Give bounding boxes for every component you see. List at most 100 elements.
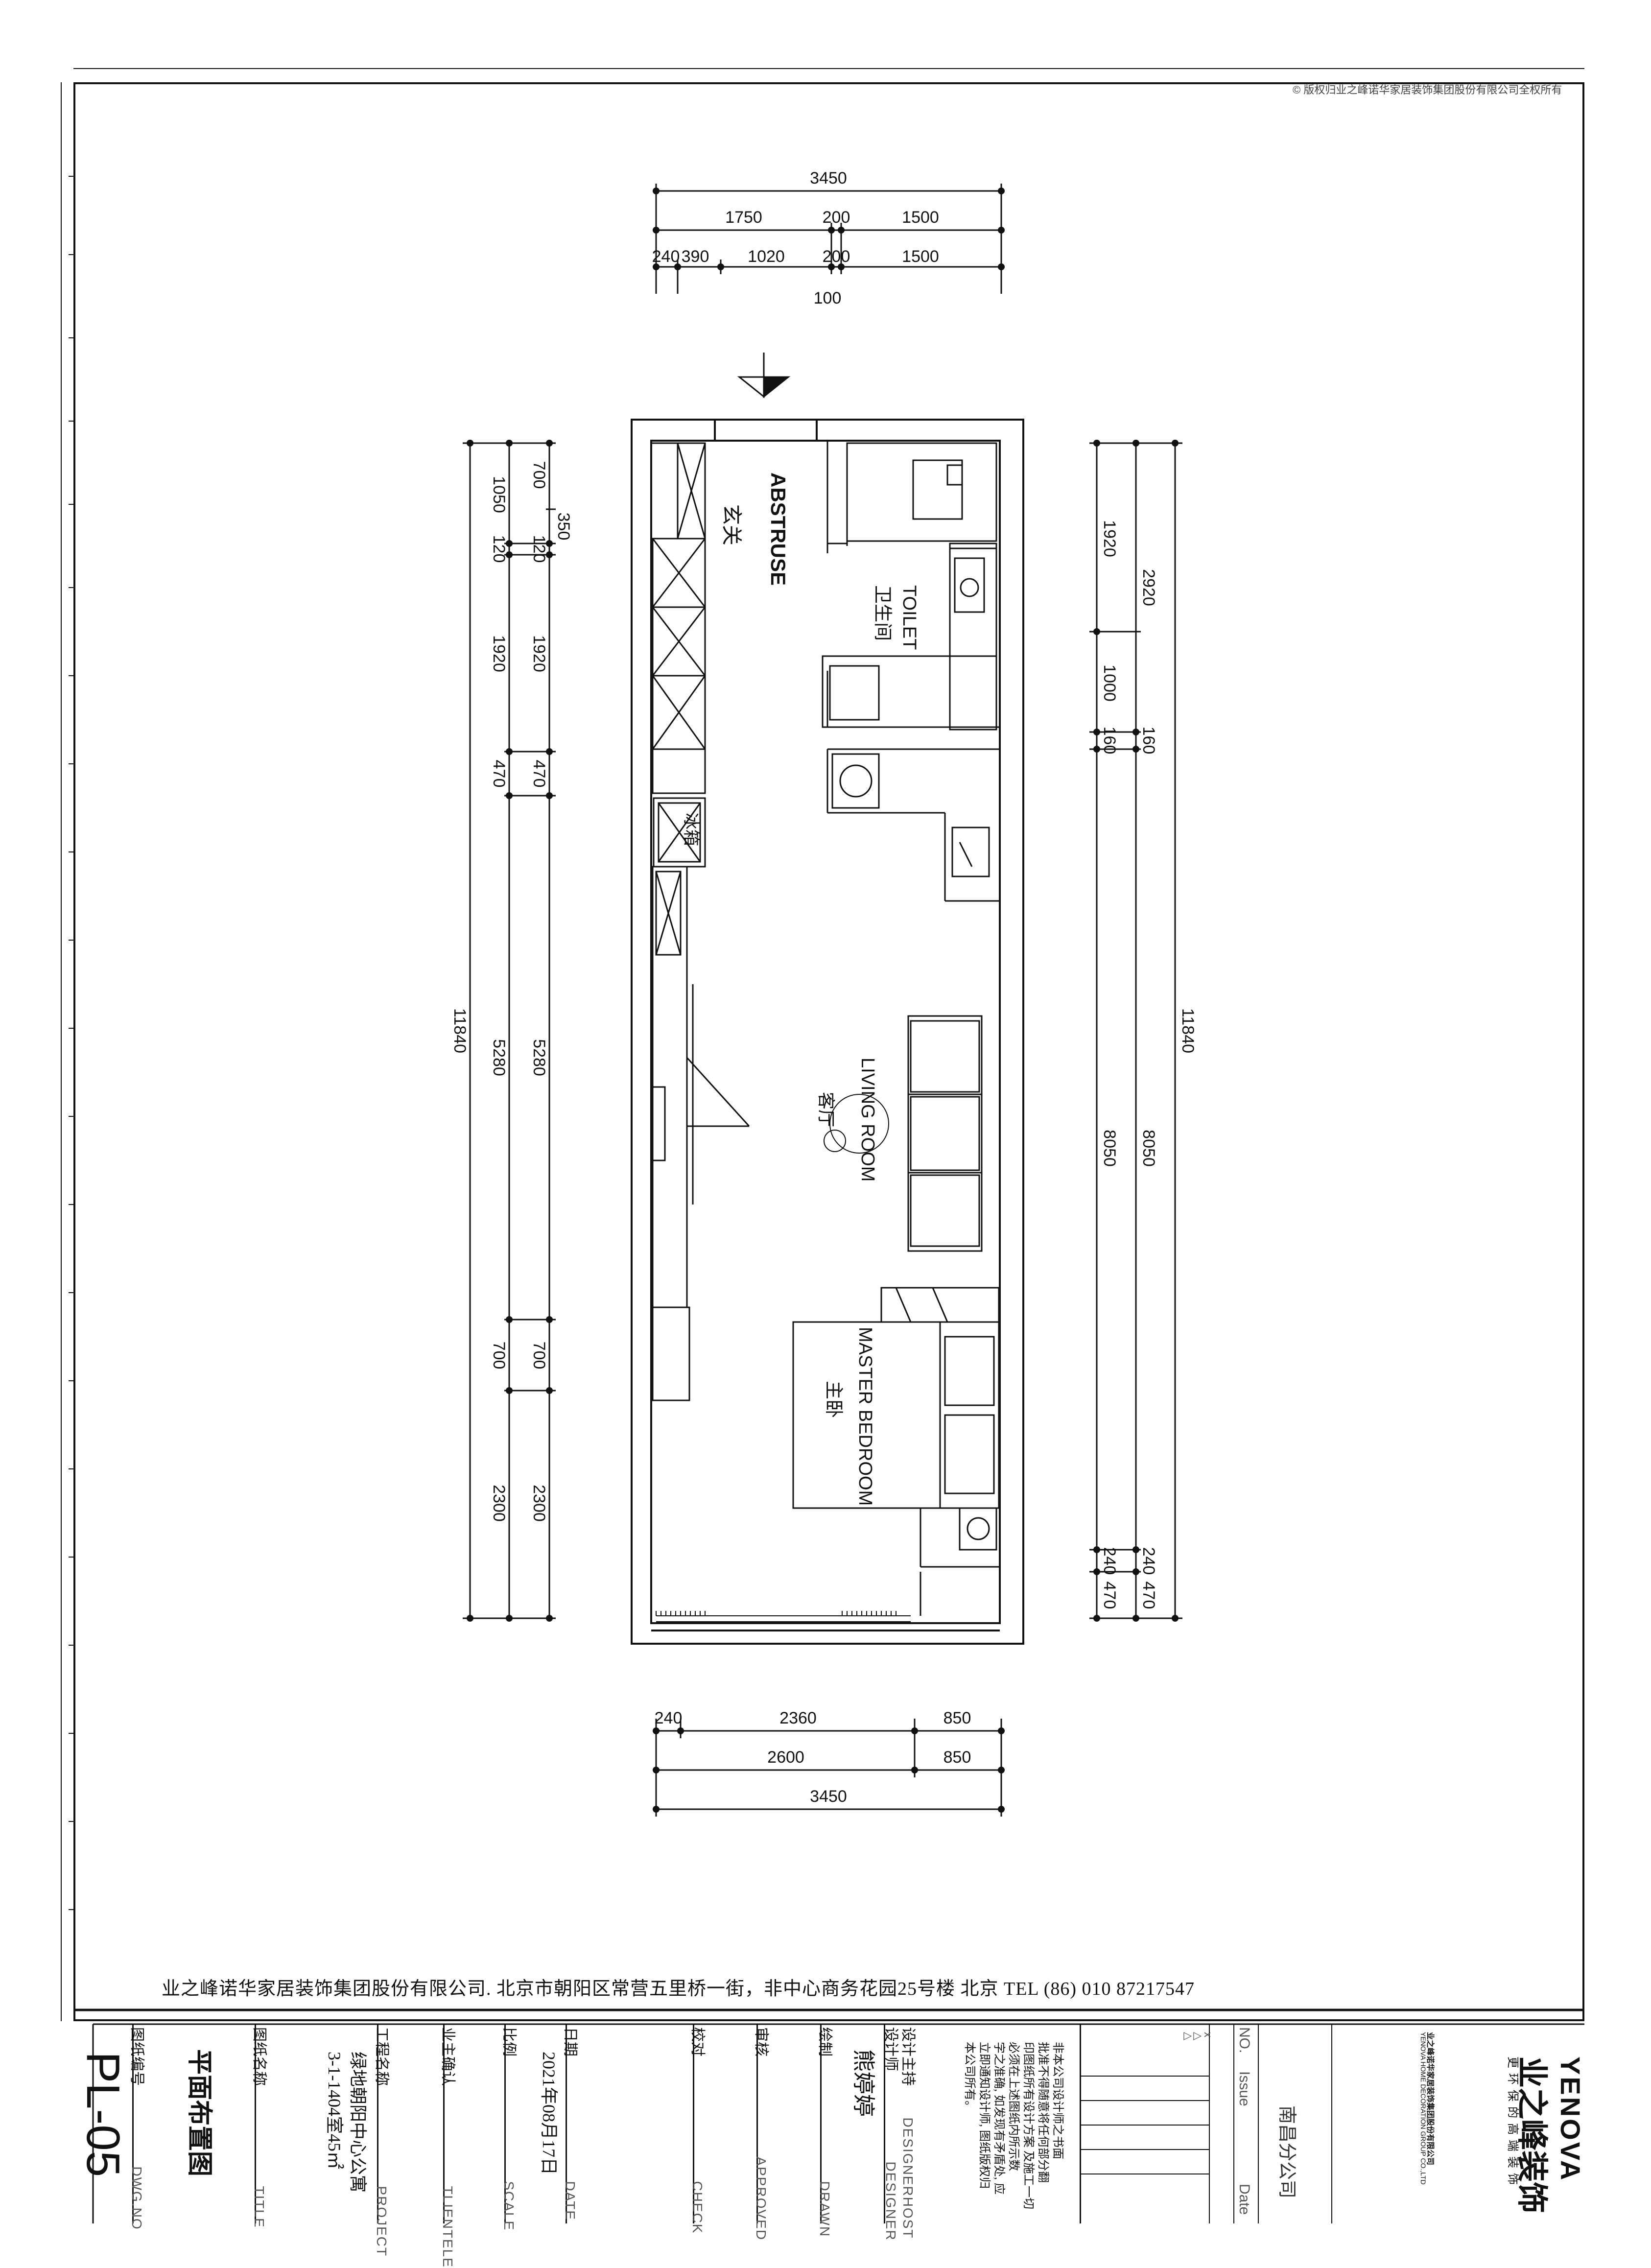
tb-rule [504, 2024, 506, 2223]
title-block-frame [73, 2008, 1584, 2223]
room-ornament [824, 1094, 889, 1154]
drawing-no-label: 图纸编号 [129, 2027, 145, 2086]
title-label-en: TITLE [252, 2186, 267, 2228]
dim-bottom-row2-1: 850 [943, 1748, 971, 1767]
project-label: 工程名称 [374, 2027, 390, 2086]
drawn-label: 绘制 [817, 2027, 833, 2056]
dim-left-outer-2: 1920 [490, 635, 508, 672]
tb-rule [377, 2024, 378, 2223]
copyright-notice: © 版权归业之峰诺华家居装饰集团股份有限公司全权所有 [1293, 84, 1562, 96]
room-living-en: LIVING ROOM [857, 1058, 878, 1181]
check-group: 校对 CHECK [688, 2027, 710, 2234]
dim-right-inner-1: 1000 [1100, 664, 1119, 702]
title-value: 平面布置图 [185, 2049, 213, 2177]
brand-logo-en: YENOVA [1555, 2056, 1586, 2182]
dim-top-overall: 3450 [810, 169, 847, 188]
tb-rule [1080, 2024, 1081, 2223]
dim-right-outer-4: 470 [1139, 1582, 1158, 1609]
title-group: 图纸名称 TITLE [250, 2027, 272, 2228]
dim-right-outer-3: 240 [1139, 1547, 1158, 1575]
entry-cabinets [650, 442, 706, 794]
dim-right-inner-0: 1920 [1100, 520, 1119, 557]
toilet-room [822, 441, 1000, 731]
issue-label: Issue [1236, 2071, 1252, 2106]
top-dimension-lines [655, 184, 1002, 294]
approved-group: 审核 APPROVED [752, 2027, 774, 2241]
dim-left-inner-3: 1920 [530, 635, 548, 672]
issue-mark-2: △ [1182, 2032, 1195, 2040]
dim-right-outer-0: 2920 [1139, 569, 1158, 606]
designer-label-en: DESIGNER [883, 2161, 898, 2241]
project-group: 工程名称 PROJECT [373, 2027, 394, 2257]
dim-bottom-row1-2: 850 [943, 1709, 971, 1727]
issue-no-label: NO. [1236, 2027, 1252, 2054]
dim-left-outer-3: 470 [490, 760, 508, 788]
dim-left-outer-4: 5280 [490, 1039, 508, 1076]
room-toilet-cn: 卫生间 [872, 585, 893, 641]
sofa [907, 1015, 983, 1252]
tb-rule [443, 2024, 445, 2223]
dim-top-below: 100 [814, 289, 842, 307]
drawing-no-value: PL-05 [77, 2052, 129, 2177]
project-label-en: PROJECT [374, 2186, 389, 2257]
dim-left-inner-1: 350 [554, 513, 573, 541]
dim-top-row3-0: 240 [652, 247, 680, 266]
tb-rule [820, 2024, 822, 2223]
dim-top-row2-1: 200 [823, 208, 850, 227]
issue-date-label: Date [1236, 2184, 1252, 2215]
project-value-1: 绿地朝阳中心公寓 [348, 2052, 368, 2193]
tv-cabinet [652, 866, 750, 1401]
client-group: 业主确认 TLIENTELE [439, 2027, 460, 2268]
dim-left-outer-0: 1050 [490, 476, 508, 513]
dim-top-row3-1: 390 [682, 247, 709, 266]
dim-left-inner-2: 120 [530, 535, 548, 563]
check-label: 校对 [689, 2027, 706, 2056]
date-label-en: DATE [563, 2181, 578, 2221]
room-entry-cn: 玄关 [720, 504, 743, 545]
drawing-no-label-en: DWG.NO [129, 2166, 144, 2230]
note-line: 批准不得随意将任何部分翻 [1037, 2042, 1049, 2183]
right-dimension-lines [1089, 441, 1182, 1619]
room-toilet-en: TOILET [899, 585, 920, 650]
room-bedroom-cn: 主卧 [823, 1381, 844, 1418]
room-bedroom-en: MASTER BEDROOM [855, 1327, 875, 1506]
dim-left-total: 11840 [450, 1008, 469, 1053]
scale-group: 比例 SCALE [500, 2027, 521, 2231]
window [656, 1611, 911, 1622]
scale-label: 比例 [501, 2027, 517, 2056]
designer-value: 熊婷婷 [851, 2049, 876, 2117]
note-line: 印图纸所有设计方案 及施工一切 [1022, 2042, 1035, 2209]
kitchen [826, 748, 1000, 902]
host-label-en: DESIGNERHOST [900, 2117, 916, 2239]
dim-right-outer-2: 8050 [1139, 1130, 1158, 1167]
dim-top-row2-2: 1500 [902, 208, 939, 227]
dimension-texts: 3450 1750 200 1500 240 390 1020 200 1500… [450, 169, 1197, 1806]
outer-walls [631, 419, 1024, 1645]
title-label: 图纸名称 [251, 2027, 267, 2086]
dim-right-inner-2: 160 [1100, 727, 1119, 755]
fridge-label: 冰箱 [682, 813, 700, 846]
note-line: 字之准确, 如发现有矛盾处, 应 [992, 2042, 1005, 2195]
dim-bottom-row1-0: 240 [655, 1709, 683, 1727]
dim-bottom-row3: 3450 [810, 1787, 847, 1806]
dim-bottom-row1-1: 2360 [779, 1709, 817, 1727]
designer-label: 设计师 [883, 2027, 899, 2071]
dim-left-outer-6: 2300 [490, 1485, 508, 1522]
approved-label-en: APPROVED [754, 2156, 769, 2241]
master-bedroom [792, 1287, 1000, 1616]
tb-rule [756, 2024, 758, 2223]
dim-left-inner-5: 5280 [530, 1039, 548, 1076]
tb-rule [566, 2024, 567, 2223]
dim-top-row3-4: 1500 [902, 247, 939, 266]
drawing-no-group: 图纸编号 DWG.NO [128, 2027, 149, 2230]
note-line: 非本公司设计师之书面 [1051, 2042, 1064, 2159]
tb-rule [132, 2024, 134, 2223]
notes-block: 非本公司设计师之书面 批准不得随意将任何部分翻 印图纸所有设计方案 及施工一切 … [962, 2042, 1065, 2209]
dim-right-inner-4: 240 [1100, 1547, 1119, 1575]
branch-name: 南昌分公司 [1276, 2105, 1297, 2199]
note-line: 立即通知设计师, 图纸版权归 [978, 2042, 991, 2189]
date-label: 日期 [562, 2027, 578, 2056]
note-line: 本公司所有。 [963, 2042, 976, 2112]
note-line: 必须在上述图纸内所示数 [1007, 2042, 1020, 2171]
